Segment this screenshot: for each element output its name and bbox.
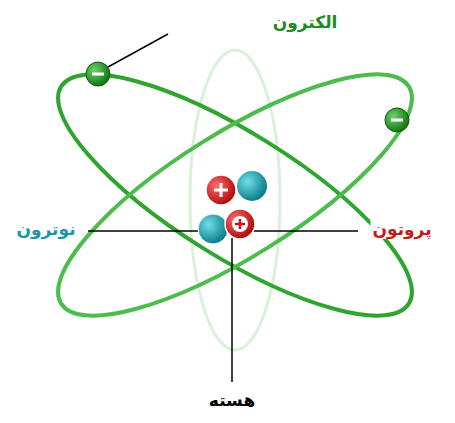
electron-label: الکترون [271,12,340,32]
leader-line [88,230,198,232]
neutron-label: نوترون [14,219,77,239]
proton [206,175,236,205]
leader-line [252,230,358,232]
orbit [28,34,441,356]
electron [86,62,110,86]
orbit [28,34,441,356]
leader-line [108,34,168,67]
nucleus-label: هسته [207,390,257,410]
leader-line [231,238,233,382]
electron [385,108,409,132]
proton-label: پروتون [370,219,433,239]
faint-orbit [190,50,280,350]
proton [225,209,255,239]
nucleus [198,171,267,244]
